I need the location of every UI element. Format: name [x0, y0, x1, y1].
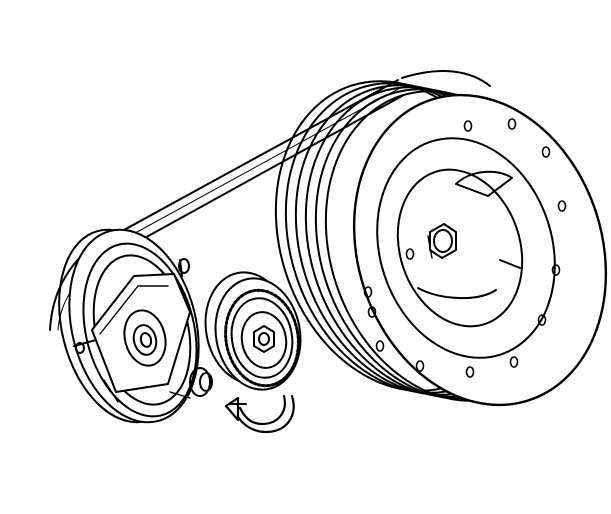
- crankshaft-pulley: [274, 80, 608, 407]
- rotation-arrow: [224, 394, 295, 434]
- belt-tensioner: [204, 271, 302, 391]
- pulley-bolt-holes: [363, 118, 567, 378]
- compressor-clutch-pulley: [58, 228, 200, 424]
- crankshaft-bolt: [427, 223, 457, 259]
- idler-pulley: [189, 367, 213, 397]
